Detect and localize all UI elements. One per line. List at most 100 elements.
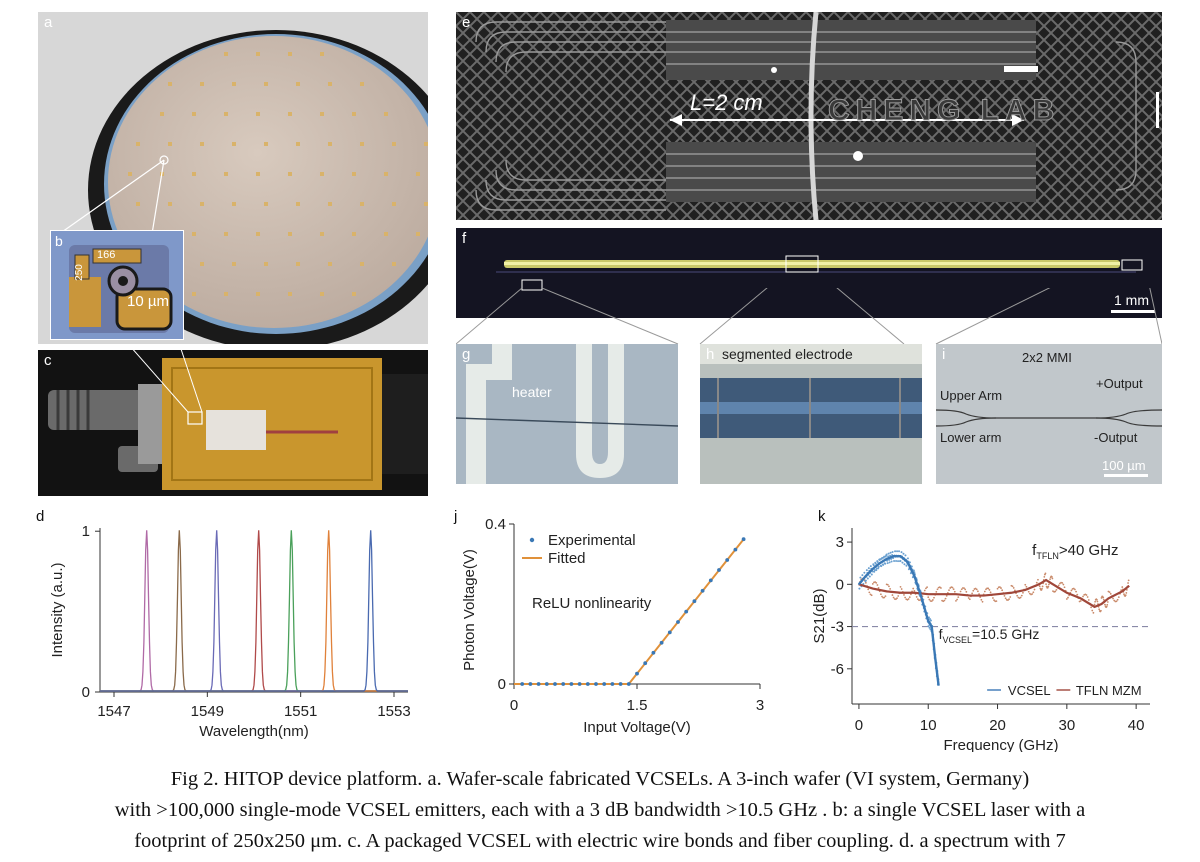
wafer-emitter bbox=[224, 292, 228, 296]
panel-f-device-overview: f 1 mm bbox=[456, 228, 1162, 318]
vcsel-sample-point bbox=[898, 550, 901, 553]
tfln-sample-point bbox=[886, 583, 889, 586]
y-tick-label: 3 bbox=[836, 534, 844, 551]
experimental-point bbox=[585, 682, 590, 686]
tfln-sample-point bbox=[930, 600, 933, 603]
tfln-sample-point bbox=[998, 586, 1001, 588]
x-tick-label: 3 bbox=[756, 697, 764, 714]
tfln-sample-point bbox=[964, 588, 967, 591]
tfln-sample-point bbox=[1045, 583, 1047, 586]
vcsel-sample-point bbox=[889, 551, 892, 554]
tfln-sample-point bbox=[1067, 596, 1069, 599]
vcsel-sample-point bbox=[929, 619, 932, 622]
experimental-point bbox=[659, 640, 664, 645]
tfln-sample-point bbox=[1019, 596, 1022, 599]
figure-caption: Fig 2. HITOP device platform. a. Wafer-s… bbox=[0, 764, 1200, 857]
wafer-emitter bbox=[320, 172, 324, 176]
wafer-emitter bbox=[232, 202, 236, 206]
wafer-emitter bbox=[256, 52, 260, 56]
wafer-emitter bbox=[232, 262, 236, 266]
spectrum-peak-7 bbox=[100, 530, 408, 692]
tfln-sample-point bbox=[1123, 593, 1125, 596]
tfln-sample-point bbox=[948, 589, 950, 591]
tfln-sample-point bbox=[1065, 598, 1068, 600]
tfln-sample-point bbox=[928, 598, 931, 601]
wafer-emitter bbox=[264, 142, 268, 146]
experimental-point bbox=[635, 671, 639, 676]
mmi-scale-label: 100 µm bbox=[1102, 458, 1146, 473]
wafer-emitter bbox=[192, 112, 196, 116]
wafer-emitter bbox=[384, 232, 388, 236]
panel-g-heater: g heater bbox=[456, 344, 678, 484]
tfln-sample-point bbox=[980, 598, 983, 601]
tfln-sample-point bbox=[989, 591, 992, 594]
wafer-emitter bbox=[256, 172, 260, 176]
panel-label-e: e bbox=[462, 14, 471, 31]
vcsel-bandwidth-value: =10.5 GHz bbox=[972, 626, 1039, 642]
wafer-emitter bbox=[352, 292, 356, 296]
caption-line-2: with >100,000 single-mode VCSEL emitters… bbox=[114, 799, 1086, 821]
experimental-point bbox=[708, 578, 713, 583]
vcsel-sample-point bbox=[888, 561, 891, 564]
wafer-emitter bbox=[392, 262, 396, 266]
caption-line-3: footprint of 250x250 μm. c. A packaged V… bbox=[134, 830, 1066, 852]
vcsel-sample-point bbox=[875, 569, 878, 572]
wafer-emitter bbox=[136, 142, 140, 146]
tfln-sample-point bbox=[1125, 592, 1128, 594]
tfln-sample-point bbox=[959, 590, 962, 593]
tfln-subscript: TFLN bbox=[1036, 551, 1059, 561]
wafer-emitter bbox=[360, 262, 364, 266]
wafer-emitter bbox=[384, 172, 388, 176]
wafer-emitter bbox=[360, 142, 364, 146]
wafer-emitter bbox=[320, 232, 324, 236]
tfln-sample-point bbox=[1062, 583, 1065, 586]
tfln-sample-point bbox=[1000, 587, 1002, 589]
y-tick-label: 0 bbox=[836, 576, 844, 593]
vcsel-sample-point bbox=[873, 568, 876, 571]
tfln-sample-point bbox=[1086, 596, 1089, 598]
wafer-emitter bbox=[136, 202, 140, 206]
caption-line-1: Fig 2. HITOP device platform. a. Wafer-s… bbox=[170, 768, 1030, 790]
experimental-point bbox=[651, 650, 656, 655]
tfln-sample-point bbox=[1022, 591, 1024, 594]
y-tick-label: 0 bbox=[498, 676, 506, 693]
vcsel-sample-point bbox=[859, 576, 862, 579]
tfln-sample-point bbox=[1050, 575, 1053, 578]
wafer-emitter bbox=[168, 142, 172, 146]
overview-scale-label: 1 mm bbox=[1114, 292, 1149, 308]
tfln-sample-point bbox=[1082, 595, 1084, 598]
tfln-sample-point bbox=[919, 599, 922, 601]
wafer-emitter bbox=[296, 82, 300, 86]
panel-b-vcsel-chip: b 166 250 10 µm bbox=[50, 230, 184, 340]
tfln-sample-point bbox=[951, 586, 954, 589]
wafer-emitter bbox=[224, 52, 228, 56]
tfln-sample-point bbox=[1113, 599, 1116, 602]
vcsel-sample-point bbox=[884, 562, 887, 565]
wafer-emitter bbox=[168, 202, 172, 206]
tfln-sample-point bbox=[881, 595, 883, 598]
x-axis-label: Frequency (GHz) bbox=[943, 737, 1058, 752]
legend-vcsel-label: VCSEL bbox=[1008, 683, 1051, 698]
tfln-sample-point bbox=[976, 590, 979, 593]
x-tick-label: 1551 bbox=[284, 703, 317, 720]
wafer-emitter bbox=[328, 142, 332, 146]
wafer-emitter bbox=[224, 172, 228, 176]
vcsel-sample-point bbox=[887, 552, 890, 555]
vcsel-sample-point bbox=[895, 560, 898, 563]
tfln-sample-point bbox=[1003, 594, 1006, 597]
tfln-sample-point bbox=[1127, 579, 1130, 582]
wafer-emitter bbox=[328, 82, 332, 86]
y-tick-label: 0 bbox=[82, 684, 90, 701]
tfln-mzm-curve bbox=[858, 578, 1130, 609]
tfln-sample-point bbox=[1011, 585, 1014, 588]
tfln-sample-point bbox=[1091, 609, 1094, 612]
upper-arm-label: Upper Arm bbox=[940, 388, 1003, 403]
vcsel-sample-point bbox=[891, 550, 894, 553]
panel-e-sem-image: e L=2 cm CHENG LAB bbox=[456, 12, 1162, 220]
wafer-emitter bbox=[264, 262, 268, 266]
heater-drawing bbox=[456, 344, 678, 484]
wafer-emitter bbox=[224, 112, 228, 116]
tfln-sample-point bbox=[975, 588, 978, 591]
wafer-emitter bbox=[320, 52, 324, 56]
